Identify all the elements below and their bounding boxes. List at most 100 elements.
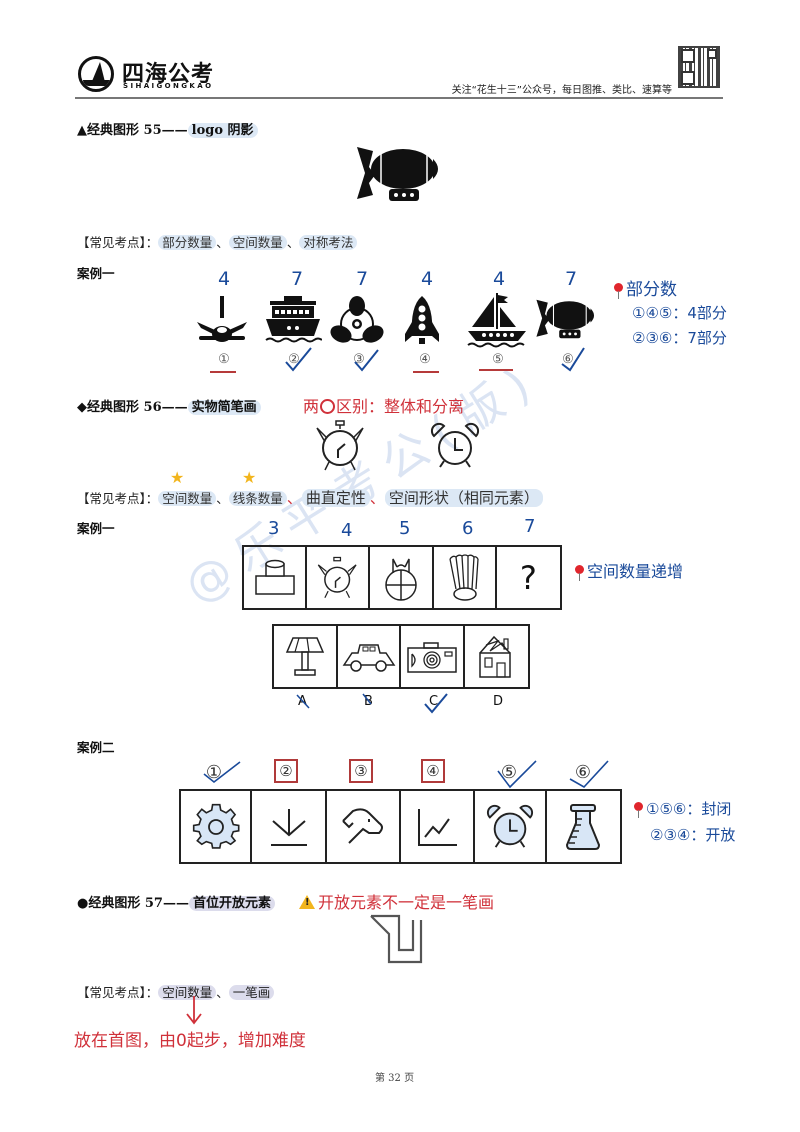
keypoint-tag: 空间数量 <box>158 491 217 506</box>
option-letter-d[interactable]: D <box>493 694 504 709</box>
house-icon <box>479 635 511 678</box>
option-figure-grid <box>272 624 530 689</box>
red-underline-mark <box>413 371 439 373</box>
figure-cell <box>475 791 547 862</box>
item-index: ③ <box>353 352 365 367</box>
section-56-keypoints: 【常见考点】：空间数量、线条数量、曲直定性、空间形状（相同元素） <box>77 487 543 508</box>
section-55-keypoints: 【常见考点】：部分数量、空间数量、对称考法 <box>77 232 358 251</box>
stopwatch-icon <box>313 420 369 472</box>
cylinder-box-icon <box>254 559 295 595</box>
camera-icon <box>407 641 457 673</box>
check-mark-icon <box>568 759 610 789</box>
flask-icon <box>566 803 601 850</box>
brand-logo: 四海公考 SIHAIGONGKAO <box>78 54 238 94</box>
open-element-figure-icon <box>369 914 431 966</box>
figure-cell <box>327 791 402 862</box>
sailboat-icon <box>466 293 528 349</box>
cross-mark-icon <box>361 692 377 708</box>
case-label: 案例一 <box>77 521 115 536</box>
shuttlecock-icon <box>449 553 479 601</box>
keypoints-label: 【常见考点】： <box>77 985 159 1000</box>
ship-icon <box>264 296 322 348</box>
space-count: 7 <box>524 516 536 537</box>
figure-cell <box>244 547 308 608</box>
star-icon: ★ <box>242 468 257 487</box>
cross-mark-icon <box>294 692 312 710</box>
airship-icon <box>355 145 445 203</box>
pin-icon <box>575 565 584 581</box>
part-count-note-title: 部分数 <box>614 275 677 300</box>
figure-cell <box>547 791 620 862</box>
keypoint-tag: 空间数量 <box>228 235 287 250</box>
keypoint-tag-handwritten: 曲直定性 <box>301 489 370 507</box>
space-count: 3 <box>268 518 280 539</box>
space-increase-note: 空间数量递增 <box>575 558 683 582</box>
option-letter-c[interactable]: C <box>429 694 439 709</box>
option-cell-b[interactable] <box>338 626 401 687</box>
part-count: 7 <box>356 268 369 290</box>
title-prefix: 经典图形 57—— <box>88 896 189 911</box>
diamond-marker-icon: ◆ <box>77 400 87 415</box>
title-prefix: 经典图形 56—— <box>87 400 188 415</box>
alarm-clock-emoji-icon <box>320 399 336 414</box>
down-arrow-icon <box>184 996 204 1026</box>
qr-code-icon <box>678 46 720 88</box>
keypoint-tag: 对称考法 <box>299 235 358 250</box>
part-count: 4 <box>218 268 231 290</box>
propeller-icon <box>330 296 384 348</box>
ladybug-icon <box>385 558 417 601</box>
boxed-index: ③ <box>349 759 373 783</box>
open-note: ②③④：开放 <box>650 826 736 844</box>
gear-icon <box>192 803 240 849</box>
arrow-explanation-note: 放在首图，由0起步，增加难度 <box>74 1031 306 1051</box>
space-count: 4 <box>341 520 353 541</box>
lamp-icon <box>285 636 324 676</box>
keypoint-tag: 空间数量 <box>158 985 217 1000</box>
keypoint-tag: 线条数量 <box>228 491 287 506</box>
logo-english-text: SIHAIGONGKAO <box>123 82 214 90</box>
check-mark-icon <box>202 760 242 784</box>
alarm-clock-icon <box>430 422 480 470</box>
section-56-title: ◆经典图形 56——实物简笔画 <box>77 396 261 415</box>
header-divider <box>75 97 723 99</box>
title-highlight: 首位开放元素 <box>188 896 275 911</box>
boxed-index: ④ <box>421 759 445 783</box>
page-number: 第 32 页 <box>375 1073 415 1084</box>
keypoints-label: 【常见考点】： <box>77 491 159 506</box>
item-index: ② <box>288 352 300 367</box>
download-icon <box>270 808 307 846</box>
section-55-title: ▲经典图形 55——logo 阴影 <box>77 119 258 138</box>
closed-open-figure-grid <box>179 789 622 864</box>
red-underline-mark <box>479 369 513 371</box>
triangle-marker-icon: ▲ <box>77 123 87 138</box>
item-index: ⑤ <box>500 762 518 783</box>
red-underline-mark <box>210 371 236 373</box>
clock-difference-note: 两区别：整体和分离 <box>303 397 465 416</box>
circle-marker-icon: ● <box>77 896 89 911</box>
question-mark-cell: ? <box>519 558 537 597</box>
space-count: 5 <box>399 518 411 539</box>
part-count: 4 <box>493 268 506 290</box>
car-icon <box>342 643 396 672</box>
question-figure-grid: ? <box>242 545 562 610</box>
pin-icon <box>634 802 643 818</box>
option-cell-c[interactable] <box>401 626 465 687</box>
keypoint-tag: 一笔画 <box>228 985 275 1000</box>
alarm-clock-icon <box>487 804 534 848</box>
figure-cell <box>434 547 497 608</box>
item-index: ⑥ <box>562 352 574 367</box>
check-mark-icon <box>423 692 449 714</box>
rocket-icon <box>405 296 439 348</box>
title-highlight: logo 阴影 <box>187 123 258 138</box>
boxed-index: ② <box>274 759 298 783</box>
option-cell-d[interactable] <box>465 626 528 687</box>
dog-icon <box>342 807 383 844</box>
case-label: 案例一 <box>77 266 115 281</box>
part-count-note-line: ②③⑥：7部分 <box>632 329 727 347</box>
keypoint-tag-handwritten: 空间形状（相同元素） <box>384 489 543 507</box>
figure-cell <box>370 547 434 608</box>
section-57-title: ●经典图形 57——首位开放元素 <box>77 892 275 911</box>
check-mark-icon <box>352 346 382 372</box>
check-mark-icon <box>283 346 313 372</box>
option-cell-a[interactable] <box>274 626 338 687</box>
